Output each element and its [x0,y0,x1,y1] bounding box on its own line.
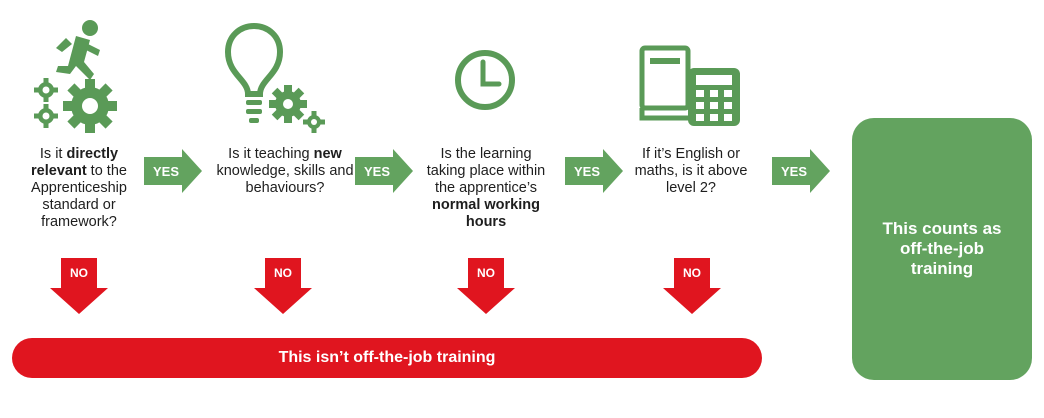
step-1-question: Is it directly relevant to the Apprentic… [31,146,127,230]
book-calculator-icon [638,44,744,128]
yes-arrow-1: YES [144,149,202,193]
no-arrow-1: NO [50,258,108,314]
yes-label: YES [152,163,179,179]
step-4-question: If it’s English or maths, is it above le… [634,146,748,196]
yes-arrow-3: YES [565,149,623,193]
yes-arrow-2: YES [355,149,413,193]
step-2-question: Is it teaching new knowledge, skills and… [216,146,354,196]
running-person-gears-icon [32,18,120,136]
clock-icon [453,48,517,112]
no-arrow-2: NO [254,258,312,314]
lightbulb-gears-icon [222,22,328,134]
outcome-off-the-job-label: This counts as off-the-job training [882,219,1002,278]
step-3-question: Is the learning taking place within the … [426,146,546,230]
no-arrow-4: NO [663,258,721,314]
outcome-not-off-the-job-bar: This isn’t off-the-job training [12,338,762,378]
no-arrow-3: NO [457,258,515,314]
no-label: NO [274,266,292,280]
no-label: NO [477,266,495,280]
yes-arrow-4: YES [772,149,830,193]
no-label: NO [70,266,88,280]
yes-label: YES [573,163,600,179]
outcome-not-off-the-job-label: This isn’t off-the-job training [278,349,496,366]
outcome-off-the-job-box: This counts as off-the-job training [852,118,1032,380]
yes-label: YES [363,163,390,179]
no-label: NO [683,266,701,280]
yes-label: YES [780,163,807,179]
